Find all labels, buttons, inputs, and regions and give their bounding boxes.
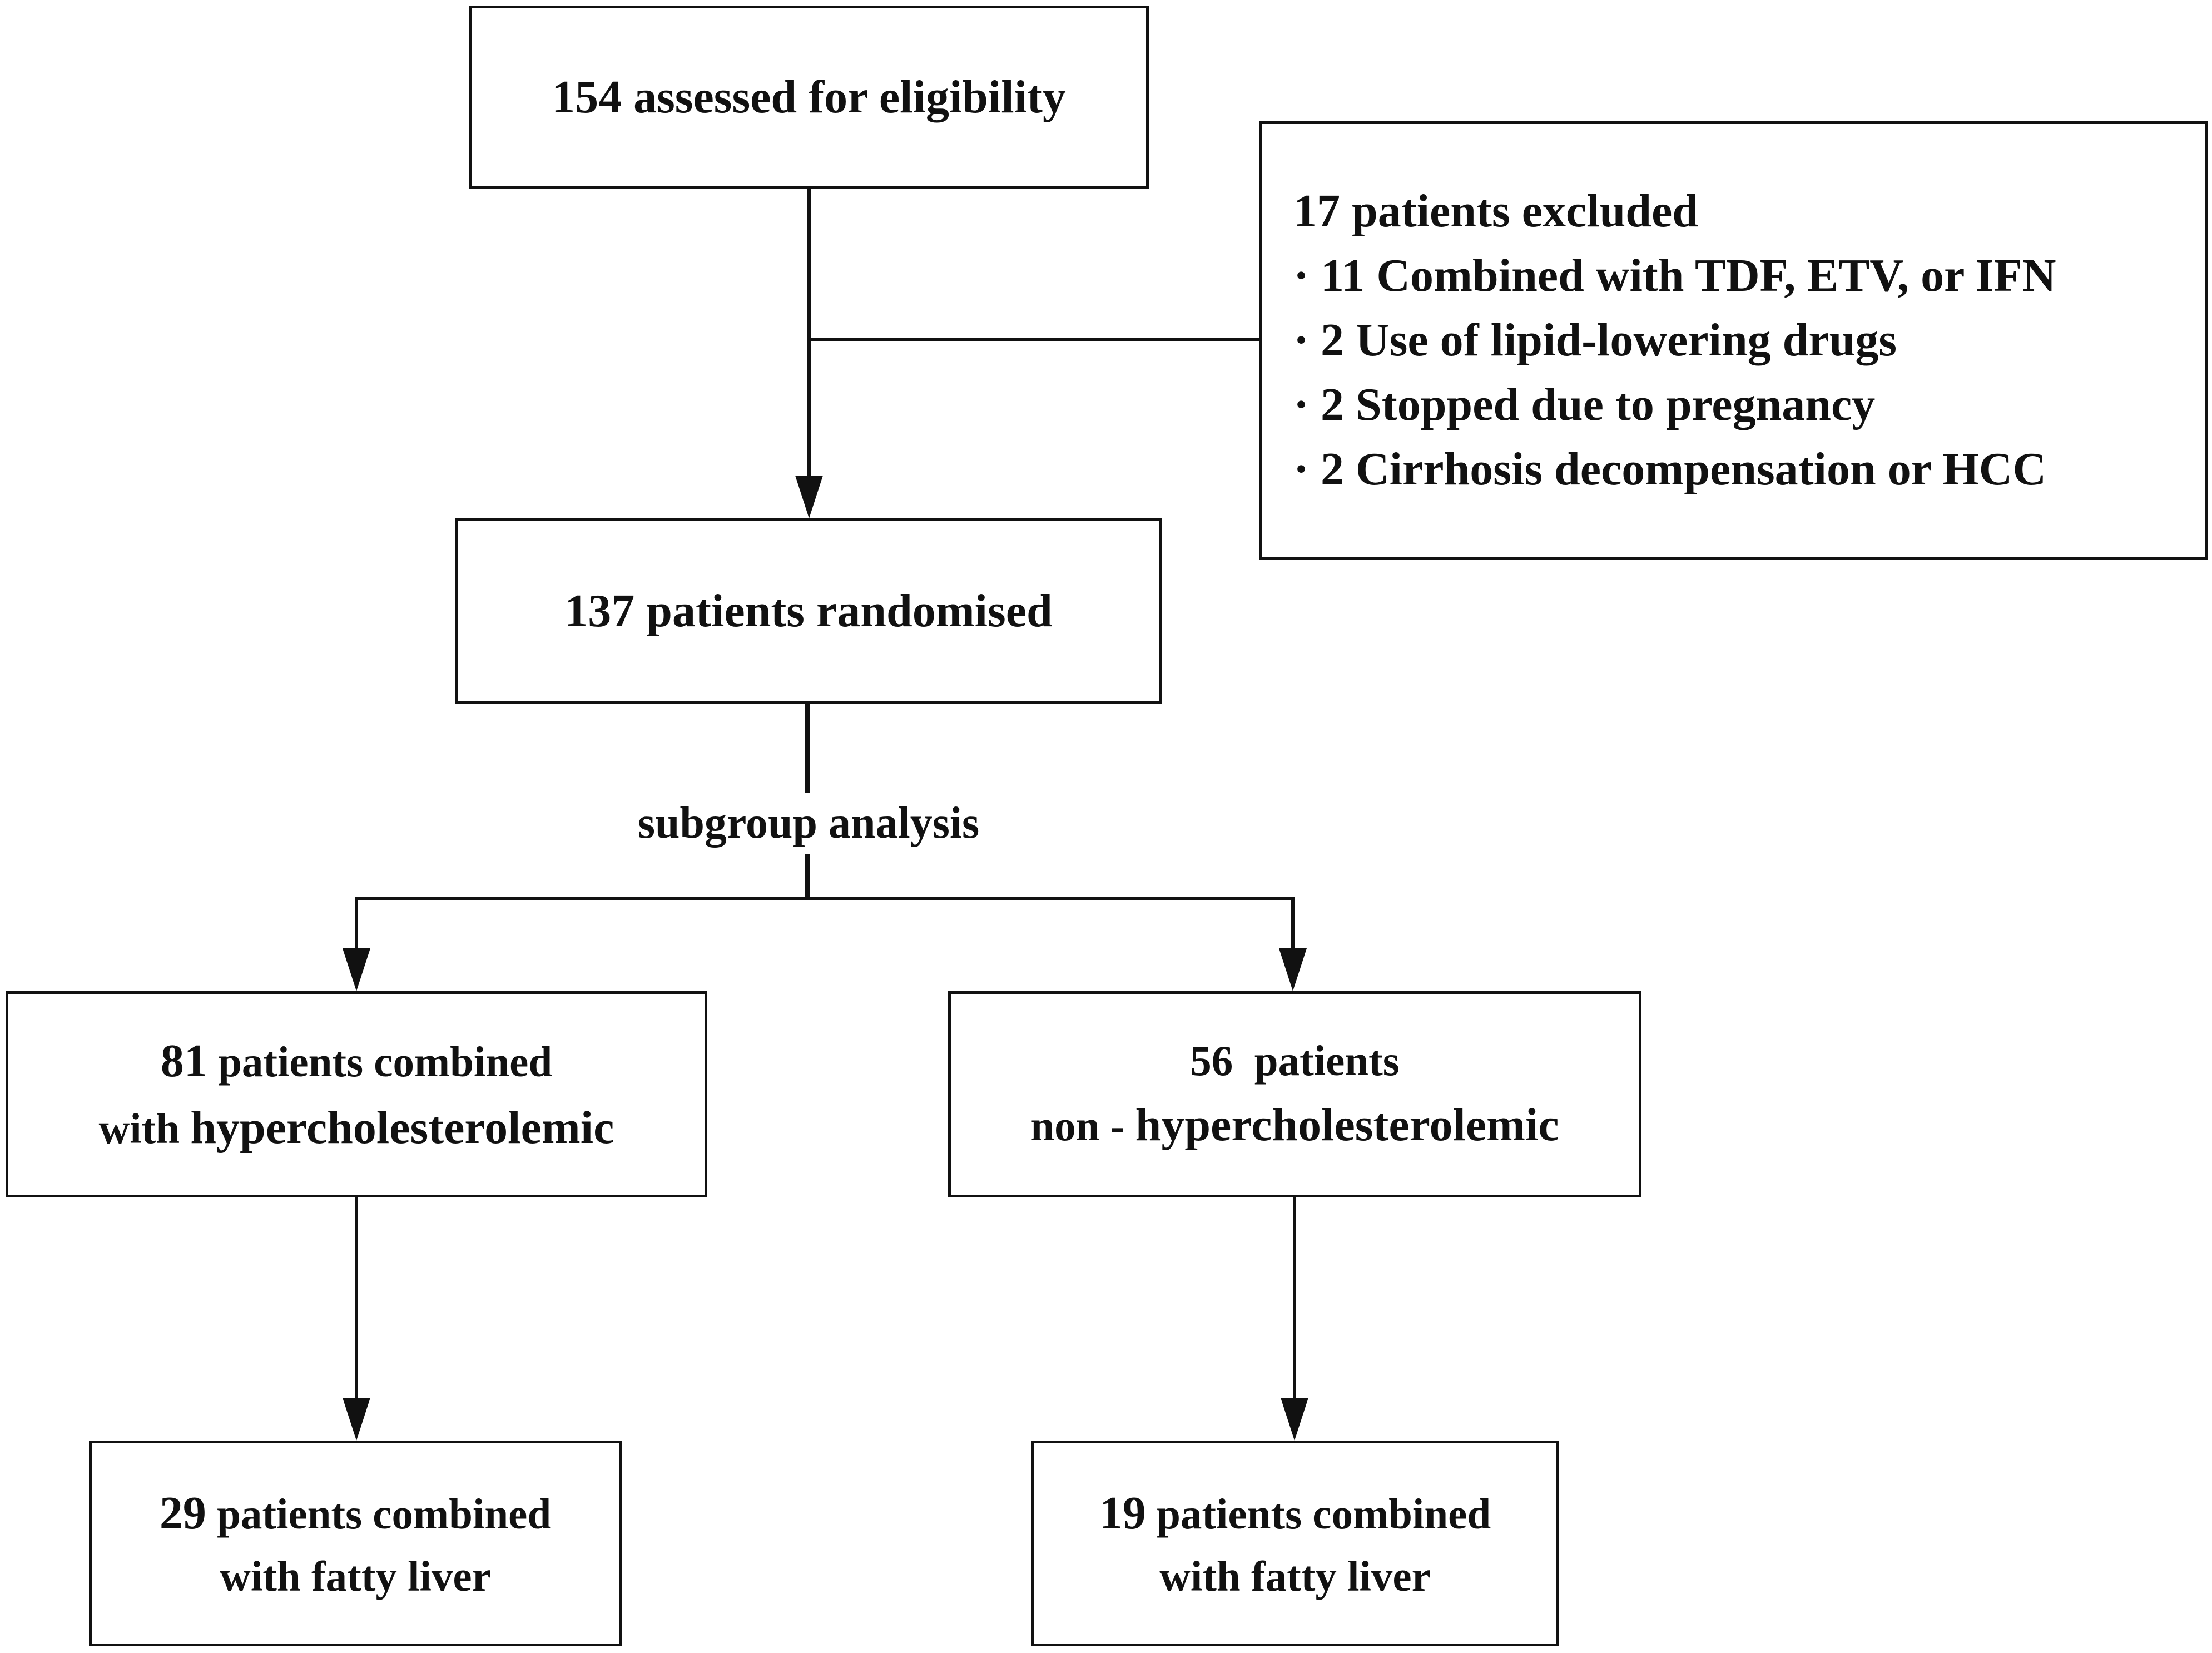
hyper-line-2: with hypercholesterolemic [99, 1095, 614, 1161]
fatty-right-line-1-text: patients combined [1145, 1489, 1491, 1538]
nonhyper-line-1: 56 patients [1190, 1037, 1400, 1085]
fatty-left-count: 29 [159, 1487, 206, 1539]
nonhyper-line-2-term: hypercholesterolemic [1135, 1098, 1559, 1151]
fatty-right-line-1: 19 patients combined [1099, 1480, 1491, 1546]
fatty-left-line-1: 29 patients combined [160, 1480, 551, 1546]
fatty-left-line-1-text: patients combined [206, 1489, 552, 1538]
arrowhead-fatty-right [1281, 1398, 1308, 1441]
eligibility-box: 154 assessed for eligibility [469, 6, 1149, 189]
excluded-box: 17 patients excluded · 11 Combined with … [1259, 121, 2208, 560]
randomised-text: 137 patients randomised [564, 585, 1053, 637]
hypercholesterolemic-box: 81 patients combined with hypercholester… [6, 991, 707, 1197]
arrowhead-hyper [343, 948, 370, 991]
hyper-line-1: 81 patients combined [161, 1028, 552, 1094]
arrowhead-nonhyper [1279, 948, 1307, 991]
fatty-right-count: 19 [1099, 1487, 1146, 1539]
hyper-line-2-prefix: with [98, 1104, 191, 1152]
hyper-line-2-term: hypercholesterolemic [190, 1101, 614, 1154]
subgroup-analysis-label: subgroup analysis [567, 793, 1050, 854]
hyper-line-1-text: patients combined [207, 1038, 553, 1086]
excluded-heading: 17 patients excluded [1293, 185, 1699, 237]
eligibility-text: 154 assessed for eligibility [552, 71, 1066, 123]
fatty-right-line-2: with fatty liver [1159, 1552, 1431, 1600]
excluded-item: · 2 Use of lipid-lowering drugs [1293, 314, 1897, 367]
excluded-item: · 2 Cirrhosis decompensation or HCC [1293, 443, 2047, 495]
fatty-left-line-2: with fatty liver [220, 1552, 491, 1600]
arrowhead-fatty-left [343, 1398, 370, 1441]
hyper-count: 81 [160, 1035, 207, 1087]
excluded-item: · 2 Stopped due to pregnancy [1293, 378, 1876, 430]
fatty-liver-hyper-box: 29 patients combined with fatty liver [89, 1441, 622, 1646]
non-hypercholesterolemic-box: 56 patients non - hypercholesterolemic [948, 991, 1641, 1197]
nonhyper-line-2: non - hypercholesterolemic [1030, 1092, 1559, 1158]
arrowhead-randomised [795, 476, 823, 518]
randomised-box: 137 patients randomised [455, 518, 1162, 704]
nonhyper-line-2-prefix: non - [1030, 1101, 1135, 1150]
fatty-liver-nonhyper-box: 19 patients combined with fatty liver [1031, 1441, 1559, 1646]
excluded-item: · 11 Combined with TDF, ETV, or IFN [1293, 250, 2056, 302]
